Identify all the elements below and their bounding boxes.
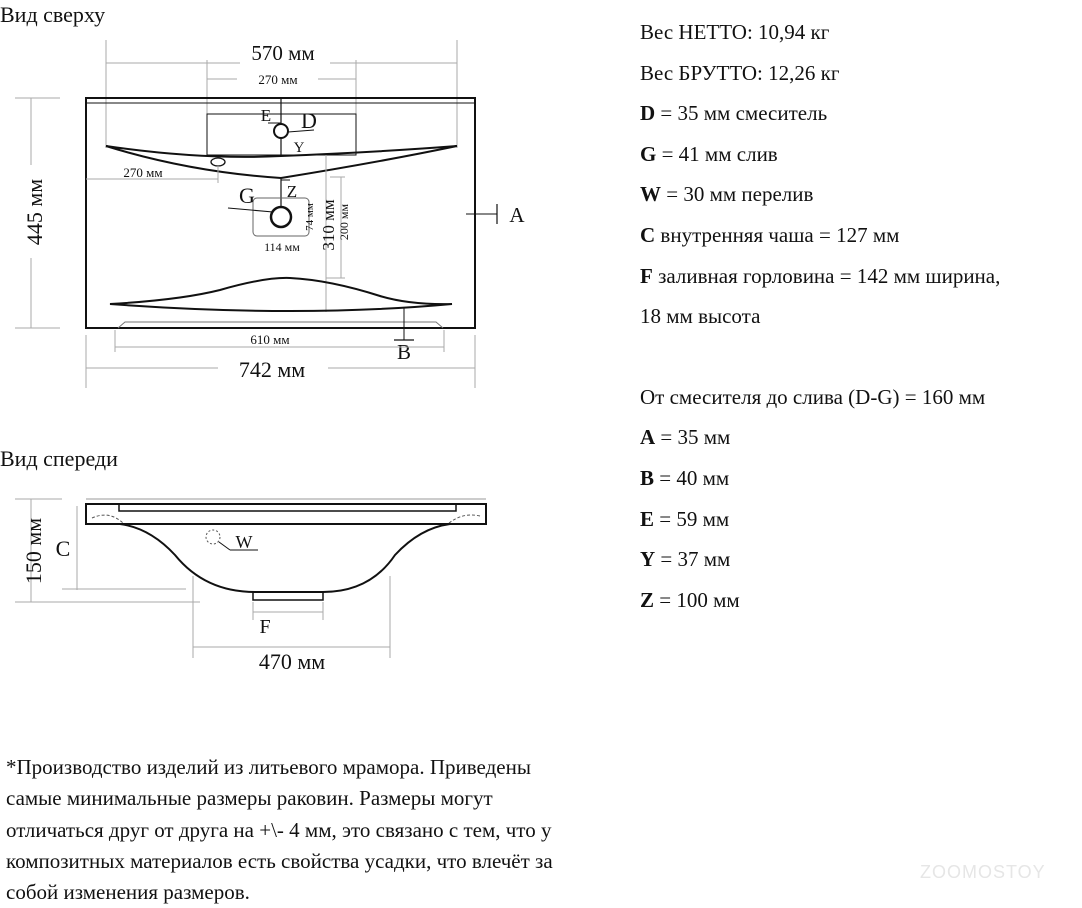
spec-line: F заливная горловина = 142 мм ширина, bbox=[640, 263, 1001, 288]
dim-150: 150 мм bbox=[21, 518, 46, 584]
label-e: E bbox=[261, 106, 271, 125]
faucet-hole-d bbox=[273, 123, 289, 139]
dim-610: 610 мм bbox=[250, 332, 289, 347]
dim-742: 742 мм bbox=[239, 357, 305, 382]
spec-list: Вес НЕТТО: 10,94 кг Вес БРУТТО: 12,26 кг… bbox=[640, 12, 1000, 620]
spec-line: W = 30 мм перелив bbox=[640, 182, 814, 207]
overflow-hole bbox=[210, 157, 226, 167]
label-a: A bbox=[509, 203, 525, 227]
watermark: ZOOMOSTOY bbox=[920, 862, 1046, 882]
overflow-w bbox=[205, 529, 221, 545]
dim-470: 470 мм bbox=[259, 649, 325, 674]
footnote-line: *Производство изделий из литьевого мрамо… bbox=[6, 755, 531, 779]
spec-line: Вес НЕТТО: 10,94 кг bbox=[640, 20, 830, 44]
label-g: G bbox=[239, 183, 255, 208]
label-b: B bbox=[397, 340, 411, 364]
label-y: Y bbox=[294, 140, 305, 156]
top-view-title: Вид сверху bbox=[0, 2, 105, 27]
spec-line: G = 41 мм слив bbox=[640, 141, 778, 166]
dim-114: 114 мм bbox=[264, 240, 300, 254]
label-f: F bbox=[259, 616, 270, 638]
label-d: D bbox=[301, 108, 317, 133]
top-view: Вид сверху 570 мм 270 мм E D Y 270 мм Z … bbox=[0, 2, 525, 388]
spec-line: E = 59 мм bbox=[640, 506, 730, 531]
front-view: Вид спереди W C 150 мм F 470 мм bbox=[0, 446, 487, 677]
label-z: Z bbox=[287, 182, 297, 201]
dim-200: 200 мм bbox=[337, 204, 351, 241]
footnote-line: отличаться друг от друга на +\- 4 мм, эт… bbox=[6, 817, 552, 842]
spec-line: 18 мм высота bbox=[640, 304, 761, 329]
spec-line: B = 40 мм bbox=[640, 465, 730, 490]
dim-270-left: 270 мм bbox=[123, 165, 162, 180]
dim-270-top: 270 мм bbox=[258, 72, 297, 87]
spec-line: Z = 100 мм bbox=[640, 587, 740, 612]
spec-line: От смесителя до слива (D-G) = 160 мм bbox=[640, 384, 986, 409]
spec-line: Y = 37 мм bbox=[640, 547, 731, 572]
label-c: C bbox=[56, 536, 71, 561]
dim-570: 570 мм bbox=[251, 41, 314, 65]
dim-445: 445 мм bbox=[22, 179, 47, 245]
footnote-line: композитных материалов есть свойства уса… bbox=[6, 848, 553, 873]
spec-line: C внутренняя чаша = 127 мм bbox=[640, 222, 900, 247]
footnote: *Производство изделий из литьевого мрамо… bbox=[6, 752, 686, 908]
label-w: W bbox=[236, 532, 253, 552]
dim-310: 310 мм bbox=[319, 199, 338, 251]
dim-74: 74 мм bbox=[304, 203, 316, 231]
footnote-line: самые минимальные размеры раковин. Разме… bbox=[6, 786, 493, 811]
spec-line: Вес БРУТТО: 12,26 кг bbox=[640, 60, 840, 85]
spec-line: A = 35 мм bbox=[640, 425, 731, 450]
drain-hole-g bbox=[269, 205, 293, 229]
footnote-line: собой изменения размеров. bbox=[6, 880, 250, 905]
front-view-title: Вид спереди bbox=[0, 446, 118, 471]
spec-line: D = 35 мм смеситель bbox=[640, 101, 828, 126]
